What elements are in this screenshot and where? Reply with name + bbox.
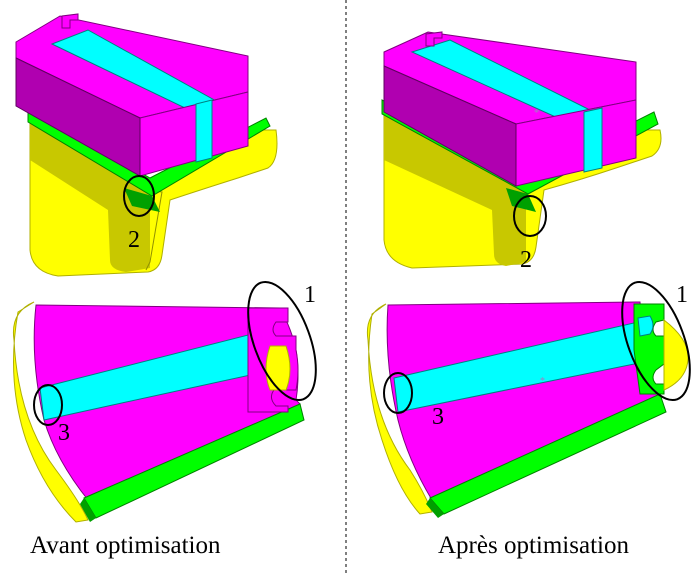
- magenta-left-face: [383, 65, 517, 187]
- end-cap-slot: [265, 345, 291, 391]
- top-tab: [61, 13, 79, 29]
- marker-circle-3-right: [383, 372, 413, 414]
- top-right-3d-view: * 2: [381, 31, 662, 273]
- end-cap-yellow: [663, 318, 689, 391]
- center-mark: *: [540, 376, 545, 387]
- cyan-strip-front: [195, 99, 213, 163]
- marker-circle-2-left: [123, 175, 155, 217]
- yellow-rim: [12, 301, 89, 523]
- bottom-left-top-view: 1 3: [12, 280, 317, 523]
- marker-circle-1-right: [621, 280, 691, 402]
- end-cap-cyan: [637, 315, 654, 337]
- marker-label-3-right: 3: [432, 404, 444, 430]
- cyan-strip-front: [583, 107, 603, 173]
- bottom-right-top-view: * 1 3: [366, 280, 691, 518]
- marker-circle-1-left: [247, 280, 317, 402]
- center-mark: *: [534, 108, 539, 119]
- marker-label-1-right: 1: [676, 282, 688, 308]
- marker-label-2-right: 2: [520, 247, 532, 273]
- marker-label-2-left: 2: [128, 227, 140, 253]
- yellow-base-shadow: [384, 112, 526, 266]
- green-edge: [429, 393, 667, 515]
- top-tab: [425, 31, 443, 47]
- top-left-3d-view: 2: [15, 13, 278, 277]
- marker-label-1-left: 1: [304, 282, 316, 308]
- marker-label-3-left: 3: [58, 420, 70, 446]
- yellow-base-shadow: [30, 120, 150, 272]
- marker-circle-2-right: [513, 195, 547, 237]
- marker-circle-3-left: [33, 384, 63, 426]
- caption-before: Avant optimisation: [30, 532, 221, 559]
- caption-after: Après optimisation: [438, 532, 629, 559]
